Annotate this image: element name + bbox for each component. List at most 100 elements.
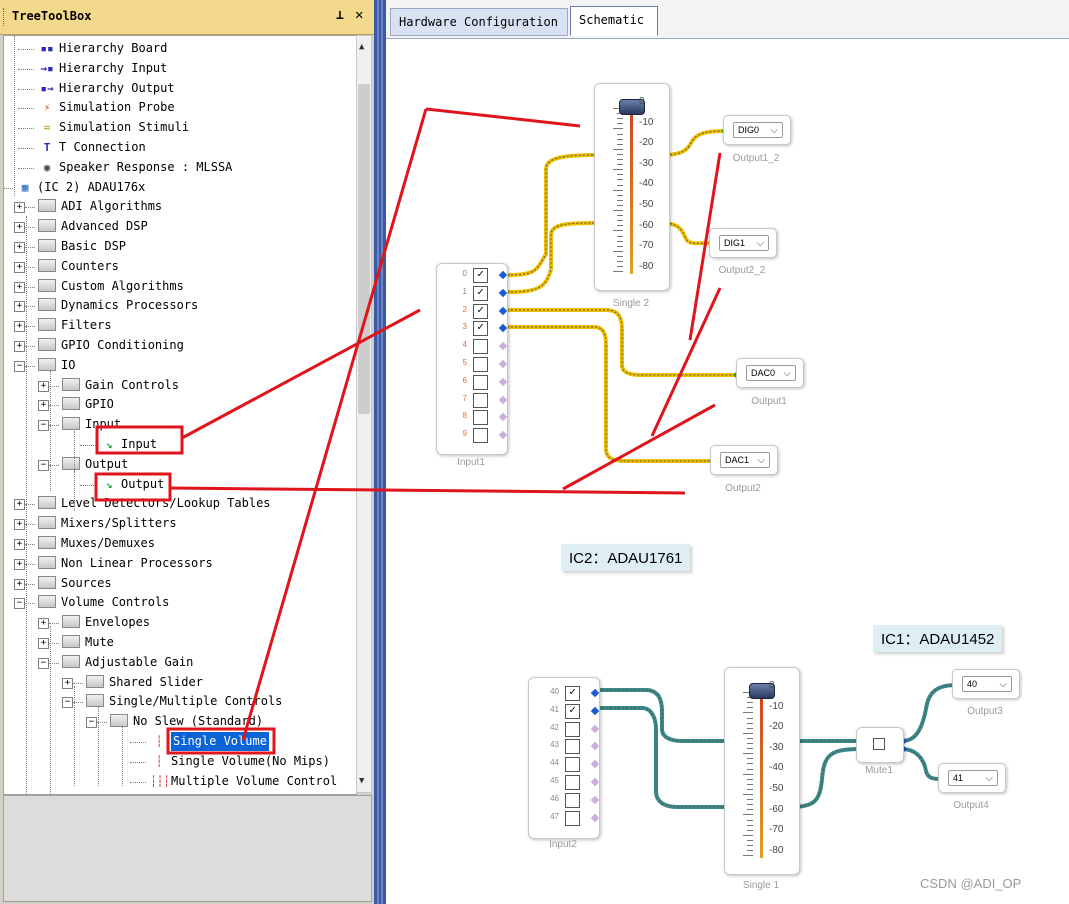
- tree-item[interactable]: ≈Simulation Stimuli: [38, 118, 189, 137]
- channel-checkbox[interactable]: [565, 757, 580, 773]
- tree-item[interactable]: No Slew (Standard): [110, 712, 263, 731]
- output-pin-icon[interactable]: [498, 324, 508, 333]
- tree-item[interactable]: Counters: [38, 257, 119, 276]
- output2-select[interactable]: DAC1⌵: [720, 452, 770, 468]
- expand-plus-icon[interactable]: +: [14, 519, 25, 531]
- tree-item[interactable]: Mixers/Splitters: [38, 514, 177, 533]
- output-pin-icon[interactable]: [590, 742, 600, 751]
- tree-item[interactable]: Gain Controls: [62, 376, 179, 395]
- grip-icon[interactable]: [3, 8, 7, 26]
- tree-item[interactable]: Non Linear Processors: [38, 554, 213, 573]
- channel-checkbox[interactable]: [473, 428, 488, 444]
- output-pin-icon[interactable]: [498, 377, 508, 387]
- tree-item[interactable]: ADI Algorithms: [38, 197, 162, 216]
- tree-item[interactable]: ┆┆┆Multiple Volume Control: [150, 772, 337, 791]
- tree-item[interactable]: ▪▪Hierarchy Board: [38, 39, 167, 58]
- tree-item[interactable]: Mute: [62, 633, 114, 652]
- output-pin-icon[interactable]: [590, 688, 600, 698]
- channel-checkbox[interactable]: [565, 739, 580, 755]
- channel-checkbox[interactable]: [473, 374, 488, 390]
- channel-checkbox[interactable]: [473, 392, 488, 408]
- channel-checkbox[interactable]: [473, 410, 488, 426]
- expand-plus-icon[interactable]: +: [14, 341, 25, 352]
- tree-item[interactable]: ◉Speaker Response : MLSSA: [38, 158, 233, 177]
- tree-item[interactable]: ↘Output: [100, 475, 165, 494]
- tree-item[interactable]: Basic DSP: [38, 237, 126, 256]
- expand-plus-icon[interactable]: +: [38, 380, 49, 392]
- tree-item[interactable]: ▦(IC 2) ADAU176x: [16, 178, 146, 197]
- expand-plus-icon[interactable]: +: [62, 677, 73, 689]
- channel-checkbox[interactable]: ✓: [473, 321, 488, 337]
- channel-checkbox[interactable]: [473, 357, 488, 372]
- expand-plus-icon[interactable]: +: [14, 261, 25, 273]
- tree-item[interactable]: ▪→Hierarchy Output: [38, 79, 174, 98]
- slider-track[interactable]: [630, 106, 633, 274]
- tree-item[interactable]: Custom Algorithms: [38, 277, 184, 296]
- tab-hardware-configuration[interactable]: Hardware Configuration: [390, 8, 568, 36]
- output-pin-icon[interactable]: [590, 795, 600, 805]
- expand-plus-icon[interactable]: +: [14, 202, 25, 214]
- tree-item[interactable]: GPIO Conditioning: [38, 336, 184, 355]
- tree-item[interactable]: Single/Multiple Controls: [86, 692, 282, 711]
- collapse-minus-icon[interactable]: −: [86, 717, 97, 729]
- output1-block[interactable]: DAC0⌵: [736, 358, 804, 388]
- output-pin-icon[interactable]: [590, 706, 600, 716]
- output-pin-icon[interactable]: [498, 288, 508, 298]
- mute1-checkbox[interactable]: [873, 738, 885, 750]
- output-pin-icon[interactable]: [590, 759, 600, 769]
- tree-item[interactable]: Dynamics Processors: [38, 296, 198, 315]
- tree-item[interactable]: Volume Controls: [38, 593, 169, 612]
- expand-plus-icon[interactable]: +: [14, 222, 25, 234]
- expand-plus-icon[interactable]: +: [14, 301, 25, 313]
- tree-item[interactable]: Advanced DSP: [38, 217, 148, 236]
- output-pin-icon[interactable]: [590, 813, 600, 822]
- output-pin-icon[interactable]: [498, 341, 508, 351]
- close-icon[interactable]: ✕: [355, 7, 364, 23]
- expand-plus-icon[interactable]: +: [14, 539, 25, 550]
- slider-track[interactable]: [760, 690, 763, 858]
- output1_2-select[interactable]: DIG0⌵: [733, 122, 783, 138]
- channel-checkbox[interactable]: [565, 810, 580, 826]
- tree-item[interactable]: Input: [62, 415, 121, 434]
- expand-plus-icon[interactable]: +: [14, 321, 25, 333]
- expand-plus-icon[interactable]: +: [38, 400, 49, 412]
- expand-plus-icon[interactable]: +: [14, 242, 25, 253]
- pin-icon[interactable]: ⊥: [336, 8, 344, 23]
- collapse-minus-icon[interactable]: −: [14, 598, 25, 610]
- channel-checkbox[interactable]: ✓: [565, 686, 580, 701]
- output-pin-icon[interactable]: [498, 413, 508, 422]
- expand-plus-icon[interactable]: +: [14, 558, 25, 570]
- channel-checkbox[interactable]: [565, 775, 580, 790]
- output-pin-icon[interactable]: [590, 777, 600, 787]
- output-pin-icon[interactable]: [498, 359, 508, 369]
- output-pin-icon[interactable]: [590, 724, 600, 733]
- panel-splitter[interactable]: [374, 0, 386, 904]
- output4-select[interactable]: 41⌵: [948, 770, 998, 786]
- channel-checkbox[interactable]: [473, 339, 488, 355]
- channel-checkbox[interactable]: ✓: [473, 285, 488, 301]
- scroll-thumb[interactable]: [358, 84, 370, 414]
- tree-item[interactable]: ↘Input: [100, 435, 157, 454]
- output3-block[interactable]: 40⌵: [952, 669, 1020, 699]
- tree-item[interactable]: Adjustable Gain: [62, 653, 193, 672]
- output-pin-icon[interactable]: [498, 430, 508, 440]
- tree-item[interactable]: Shared Slider: [86, 673, 203, 692]
- expand-plus-icon[interactable]: +: [14, 578, 25, 590]
- expand-plus-icon[interactable]: +: [14, 499, 25, 511]
- tree-item[interactable]: ┆Single Volume: [150, 732, 269, 751]
- tree-item[interactable]: ⚡Simulation Probe: [38, 98, 175, 117]
- collapse-minus-icon[interactable]: −: [38, 459, 49, 471]
- tree-item[interactable]: ┆Single Volume(No Mips): [150, 752, 330, 771]
- tree-item[interactable]: Envelopes: [62, 613, 150, 632]
- output2_2-select[interactable]: DIG1⌵: [719, 235, 769, 251]
- tree-item[interactable]: Muxes/Demuxes: [38, 534, 155, 553]
- output-pin-icon[interactable]: [498, 395, 508, 404]
- tree-item[interactable]: Sources: [38, 574, 112, 593]
- tab-schematic[interactable]: Schematic: [570, 6, 658, 36]
- output1_2-block[interactable]: DIG0⌵: [723, 115, 791, 145]
- slider-knob[interactable]: [619, 99, 645, 115]
- expand-plus-icon[interactable]: +: [38, 618, 49, 630]
- collapse-minus-icon[interactable]: −: [38, 420, 49, 432]
- single1-volume-block[interactable]: 0-10-20-30-40-50-60-70-80: [724, 667, 800, 875]
